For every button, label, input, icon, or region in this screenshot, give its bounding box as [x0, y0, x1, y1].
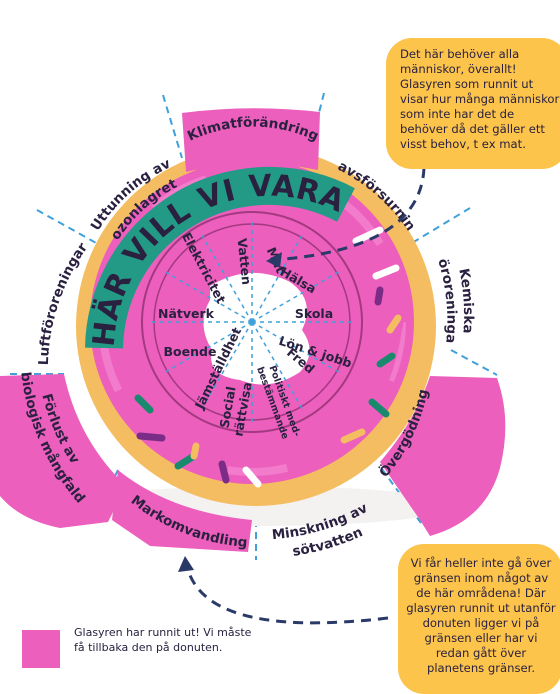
banner-ribbon — [85, 166, 355, 349]
arrowhead-top — [266, 252, 282, 268]
arrow-top — [271, 167, 426, 262]
arrowhead-bottom — [178, 556, 194, 572]
inner-housing: Boende — [164, 344, 217, 359]
inner-school: Skola — [295, 306, 333, 321]
inner-water: Vatten — [235, 237, 255, 285]
glaze-runoff-land — [112, 470, 252, 552]
inner-network: Nätverk — [158, 306, 215, 321]
glaze-runoff-biodiversity — [0, 374, 126, 528]
callout-bottom: Vi får heller inte gå över gränsen inom … — [398, 544, 560, 694]
legend-text: Glasyren har runnit ut! Vi måste få till… — [74, 626, 252, 654]
callout-arrows — [184, 167, 426, 625]
callout-top: Det här behöver alla människor, överallt… — [386, 38, 560, 169]
arrow-bottom — [184, 561, 389, 625]
sprinkles — [134, 226, 402, 488]
arrow-heads — [178, 252, 282, 572]
inner-guide-lines — [148, 218, 356, 426]
legend-swatch — [22, 630, 60, 668]
label-chemical-1: Kemiska — [455, 267, 476, 334]
glaze-runoff — [0, 108, 506, 552]
glaze-runoff-climate — [182, 108, 320, 172]
legend: Glasyren har runnit ut! Vi måste få till… — [22, 626, 262, 672]
glaze-drip-right — [374, 272, 405, 400]
inner-justice-1: Social — [217, 385, 239, 429]
glaze-runoff-fertilization — [380, 376, 506, 536]
